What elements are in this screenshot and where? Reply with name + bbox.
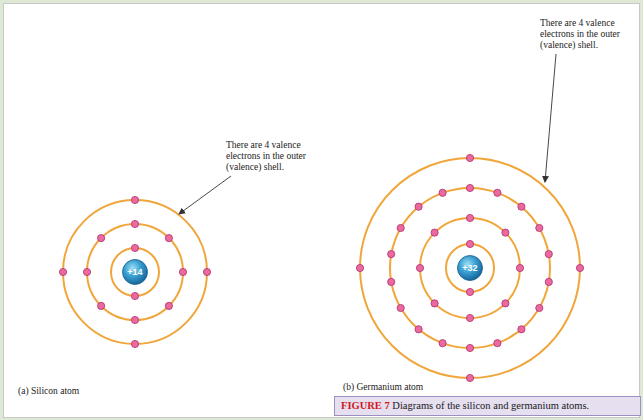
electron xyxy=(466,184,473,191)
electron-shell xyxy=(390,188,550,348)
electron xyxy=(83,268,90,275)
nucleus-circle: +32 xyxy=(457,255,483,281)
electron xyxy=(439,189,446,196)
electron xyxy=(415,203,422,210)
electron xyxy=(131,340,138,347)
electron xyxy=(388,278,395,285)
electron xyxy=(179,268,186,275)
electron xyxy=(518,326,525,333)
electron xyxy=(98,235,105,242)
nucleus-circle: +14 xyxy=(122,259,148,285)
electron-shell xyxy=(420,218,520,318)
electron xyxy=(203,268,210,275)
electron xyxy=(576,264,583,271)
electron xyxy=(388,251,395,258)
electron xyxy=(466,288,473,295)
electron xyxy=(397,304,404,311)
electron-shell xyxy=(87,224,183,320)
electron xyxy=(431,229,438,236)
electron xyxy=(131,220,138,227)
electron xyxy=(466,344,473,351)
electron xyxy=(439,340,446,347)
electron xyxy=(536,304,543,311)
electron-shell xyxy=(63,200,207,344)
electron-shell xyxy=(446,244,494,292)
electron xyxy=(416,264,423,271)
electron xyxy=(518,203,525,210)
callout-note: There are 4 valence electrons in the out… xyxy=(226,140,326,173)
leader-line xyxy=(545,54,556,182)
electron xyxy=(494,189,501,196)
electron xyxy=(415,326,422,333)
nucleus-charge: +32 xyxy=(457,255,483,281)
figure-label: (b) Germanium atom xyxy=(343,382,423,393)
electron xyxy=(131,292,138,299)
electron xyxy=(98,302,105,309)
electron xyxy=(466,154,473,161)
electron-shell xyxy=(360,158,580,378)
callout-note: There are 4 valence electrons in the out… xyxy=(540,18,638,51)
electron-shell xyxy=(111,248,159,296)
nucleus-charge: +14 xyxy=(122,259,148,285)
electron xyxy=(466,240,473,247)
figure-caption: FIGURE 7 Diagrams of the silicon and ger… xyxy=(335,397,640,415)
electron xyxy=(466,314,473,321)
electron xyxy=(502,229,509,236)
leader-line xyxy=(179,176,231,214)
electron xyxy=(494,340,501,347)
electron xyxy=(131,316,138,323)
electron xyxy=(516,264,523,271)
electron xyxy=(397,224,404,231)
electron xyxy=(545,278,552,285)
caption-box: FIGURE 7 Diagrams of the silicon and ger… xyxy=(334,396,641,416)
electron xyxy=(502,300,509,307)
electron xyxy=(356,264,363,271)
electron xyxy=(545,251,552,258)
electron xyxy=(536,224,543,231)
electron xyxy=(131,196,138,203)
electron xyxy=(131,244,138,251)
electron xyxy=(59,268,66,275)
electron xyxy=(431,300,438,307)
electron xyxy=(165,235,172,242)
electron xyxy=(466,374,473,381)
electron xyxy=(165,302,172,309)
figure-label: (a) Silicon atom xyxy=(18,386,79,397)
electron xyxy=(466,214,473,221)
